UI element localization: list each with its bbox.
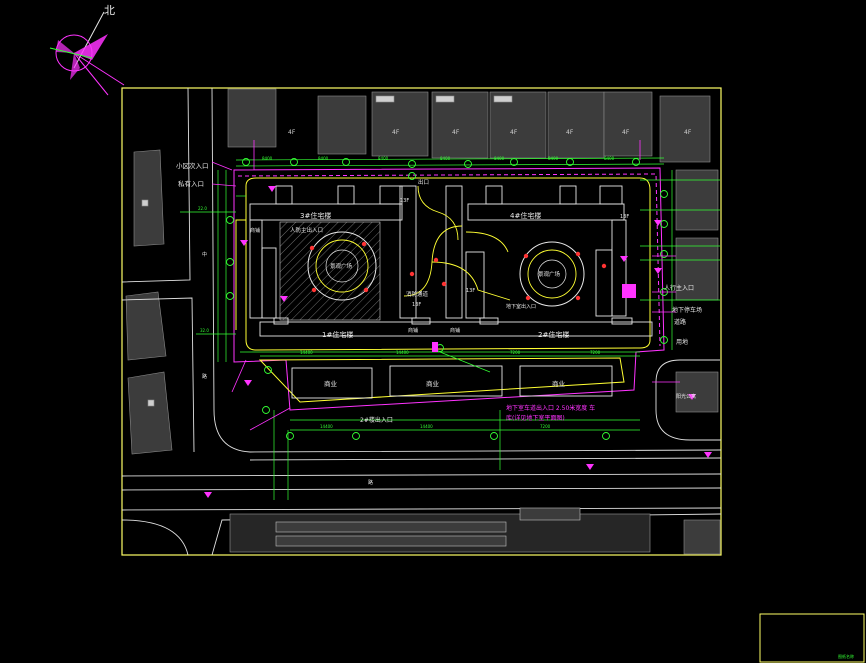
svg-text:8400: 8400 (494, 156, 505, 161)
road-name-label: 路 (202, 373, 207, 380)
commerce-2-label: 商业 (426, 379, 440, 388)
svg-text:32.0: 32.0 (200, 328, 209, 333)
road-name-3-label: 路 (368, 479, 373, 486)
existing-building-label: 4F (288, 129, 296, 136)
floor-13f-c: 13F (466, 288, 475, 294)
svg-text:8400: 8400 (604, 156, 615, 161)
bldg-3 (249, 185, 403, 319)
fire-road (235, 177, 651, 403)
existing-building-label: 4F (452, 129, 460, 136)
existing-building-label: 4F (622, 129, 630, 136)
svg-text:8400: 8400 (548, 156, 559, 161)
garden-paths (403, 185, 511, 301)
floor-13f-d: 13F (412, 302, 421, 308)
dimension-markers (226, 158, 668, 440)
bldg2-label: 2#住宅楼 (538, 330, 569, 339)
drawing-frame (121, 87, 722, 556)
floor-13f-a: 13F (400, 198, 409, 204)
dimension-numbers: 8400 8400 8400 8400 8400 8400 8400 14400 144… (198, 156, 615, 429)
garden-left (307, 231, 377, 301)
underground-entrance-label: 地下室出入口 (506, 303, 536, 310)
shop-right-label: 商铺 (408, 327, 418, 334)
underground-right-label: 地下停车场 (672, 306, 702, 314)
annotation-leaders (211, 140, 680, 431)
floor-13f-b: 13F (620, 214, 629, 220)
title-block: 图纸名称 (759, 613, 865, 663)
dimension-lines (180, 157, 720, 500)
mid-exit-label: 出口 (418, 178, 429, 186)
parking-note-2: 库(详见地下室平面图) (506, 414, 565, 422)
underground-parking-note: 地下室车道出入口 2.50米宽度 车 (506, 404, 595, 412)
community-entrance-label: 小区次入口 (176, 161, 209, 170)
pedestrian-entrance-label: 人行主入口 (664, 284, 694, 292)
bldg4-label: 4#住宅楼 (510, 211, 541, 220)
garden-right-label: 景观广场 (538, 270, 561, 278)
svg-text:8400: 8400 (378, 156, 389, 161)
svg-text:7200: 7200 (510, 350, 521, 355)
roads (121, 87, 722, 556)
existing-building-labels: 4F 4F 4F 4F 4F 4F 4F (288, 129, 692, 136)
garden-right (519, 241, 585, 307)
railway (229, 507, 651, 553)
svg-text:7200: 7200 (590, 350, 601, 355)
garden-center-label: 消防通道 (406, 290, 429, 298)
red-markers (309, 241, 607, 301)
fire-entrance-label: 私有入口 (178, 179, 204, 188)
bldg3-label: 3#住宅楼 (300, 211, 331, 220)
svg-text:8400: 8400 (262, 156, 273, 161)
svg-text:14400: 14400 (396, 350, 409, 355)
svg-text:22.0: 22.0 (198, 206, 207, 211)
existing-building-label: 4F (392, 129, 400, 136)
svg-text:14400: 14400 (300, 350, 313, 355)
existing-road-label: 道路 (674, 318, 686, 326)
existing-buildings-right (675, 169, 721, 555)
road-name-2-label: 中 (202, 251, 207, 258)
shop-left-label: 商铺 (250, 227, 260, 234)
svg-text:14400: 14400 (320, 424, 333, 429)
center-slabs (399, 185, 485, 319)
north-label: 北 (104, 4, 115, 17)
commerce-1-label: 商业 (324, 379, 338, 388)
svg-text:7200: 7200 (540, 424, 551, 429)
existing-building-label: 4F (684, 129, 692, 136)
garden-left-label: 景观广场 (330, 262, 353, 270)
site-boundary (233, 167, 665, 411)
bldg-right-label: 阳光公寓 (676, 393, 696, 400)
title-block-label: 图纸名称 (838, 653, 854, 659)
use-right-label: 用地 (676, 338, 688, 346)
shop-center-label: 商铺 (450, 327, 460, 334)
bldg1-label: 1#住宅楼 (322, 330, 353, 339)
magenta-blocks (432, 284, 636, 352)
garden-hatch (279, 221, 381, 321)
commerce-block (291, 365, 613, 399)
existing-buildings-top (227, 88, 711, 163)
site-text: 小区次入口 私有入口 3#住宅楼 4#住宅楼 1#住宅楼 2#住宅楼 人防主出入… (176, 161, 702, 486)
main-entrance-label: 人防主出入口 (290, 226, 323, 234)
svg-text:14400: 14400 (420, 424, 433, 429)
bldg2-entrance-label: 2#楼出入口 (360, 416, 393, 424)
elevation-markers (204, 186, 712, 498)
existing-buildings-left (125, 149, 173, 455)
compass: 北 (49, 4, 125, 96)
existing-building-label: 4F (510, 129, 518, 136)
bldg-4 (467, 185, 627, 317)
existing-building-label: 4F (566, 129, 574, 136)
svg-text:8400: 8400 (318, 156, 329, 161)
commerce-3-label: 商业 (552, 379, 566, 388)
svg-text:8400: 8400 (440, 156, 451, 161)
bldg-1-2 (259, 317, 653, 337)
